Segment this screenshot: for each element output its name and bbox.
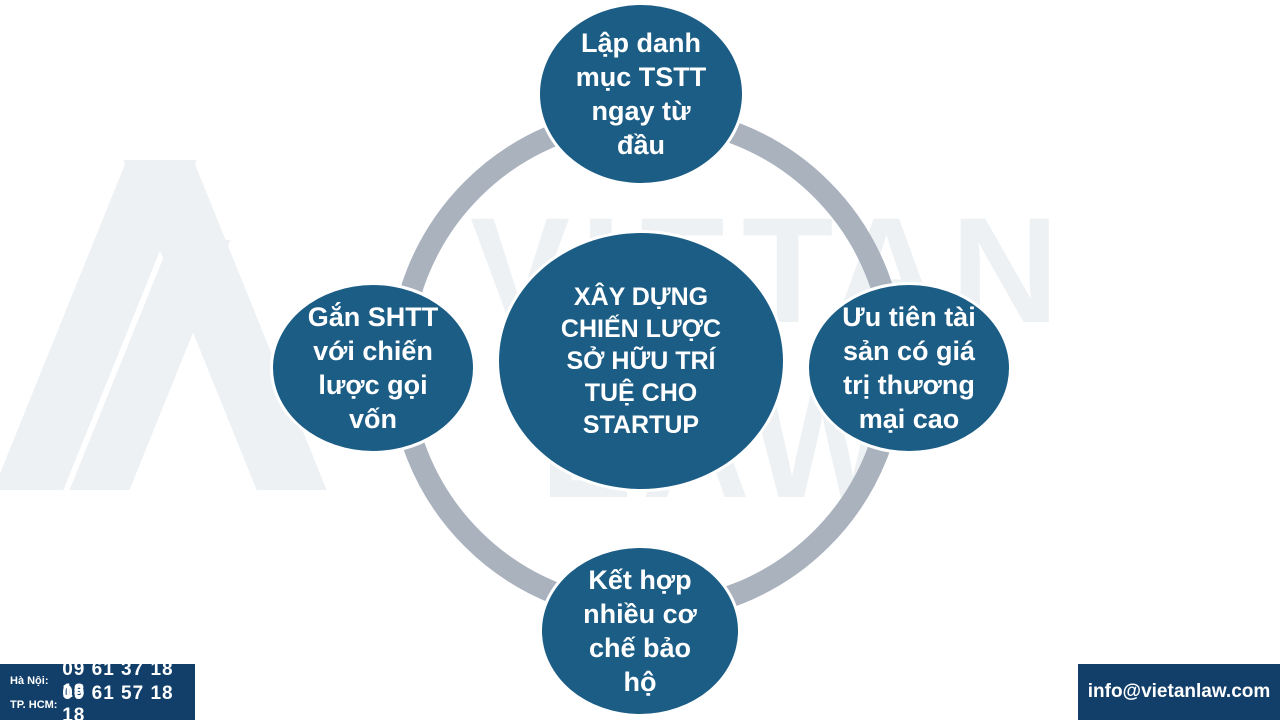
node-line: Kết hợp (588, 565, 692, 595)
node-line: vốn (348, 404, 397, 434)
hanoi-phone[interactable]: 09 61 37 18 18 (62, 659, 174, 702)
hcm-label: TP. HCM: (10, 699, 58, 711)
node-line: với chiến (313, 336, 433, 366)
center-line: XÂY DỰNG (573, 283, 709, 311)
node-bottom: Kết hợp nhiều cơ chế bảo hộ (539, 545, 741, 717)
hanoi-phone-row: Hà Nội: 09 61 37 18 18 (10, 659, 189, 702)
hcm-phone-row: TP. HCM: 09 61 57 18 18 (10, 683, 189, 720)
node-line: nhiều cơ (583, 599, 697, 629)
node-line: trị thương (843, 370, 975, 400)
node-line: Lập danh (580, 28, 701, 58)
center-node-text: XÂY DỰNG CHIẾN LƯỢC SỞ HỮU TRÍ TUỆ CHO S… (522, 281, 761, 441)
node-line: hộ (623, 667, 657, 697)
center-line: CHIẾN LƯỢC (560, 315, 722, 343)
node-left: Gắn SHTT với chiến lược gọi vốn (270, 282, 476, 454)
node-line: Gắn SHTT (307, 302, 439, 332)
node-bottom-text: Kết hợp nhiều cơ chế bảo hộ (558, 563, 723, 699)
node-left-text: Gắn SHTT với chiến lược gọi vốn (289, 300, 457, 436)
node-line: đầu (616, 130, 665, 160)
hcm-phone[interactable]: 09 61 57 18 18 (62, 683, 174, 720)
phone-contact-badge: Hà Nội: 09 61 37 18 18 TP. HCM: 09 61 57… (0, 659, 195, 720)
node-line: ngay từ (591, 96, 691, 126)
email-contact-badge: info@vietanlaw.com (1078, 664, 1280, 720)
node-line: Ưu tiên tài (842, 302, 976, 332)
center-line: SỞ HỮU TRÍ (566, 347, 716, 375)
node-right-text: Ưu tiên tài sản có giá trị thương mại ca… (825, 300, 993, 436)
node-line: mại cao (858, 404, 960, 434)
email-link[interactable]: info@vietanlaw.com (1087, 681, 1271, 702)
node-top: Lập danh mục TSTT ngay từ đầu (537, 2, 745, 186)
node-right: Ưu tiên tài sản có giá trị thương mại ca… (806, 282, 1012, 454)
node-line: chế bảo (588, 633, 692, 663)
center-node: XÂY DỰNG CHIẾN LƯỢC SỞ HỮU TRÍ TUỆ CHO S… (496, 230, 786, 492)
hanoi-label: Hà Nội: (10, 675, 49, 687)
node-line: mục TSTT (575, 62, 707, 92)
center-line: TUỆ CHO (584, 379, 698, 407)
node-top-text: Lập danh mục TSTT ngay từ đầu (556, 26, 726, 162)
center-line: STARTUP (582, 411, 700, 439)
node-line: lược gọi (318, 370, 428, 400)
node-line: sản có giá (842, 336, 976, 366)
